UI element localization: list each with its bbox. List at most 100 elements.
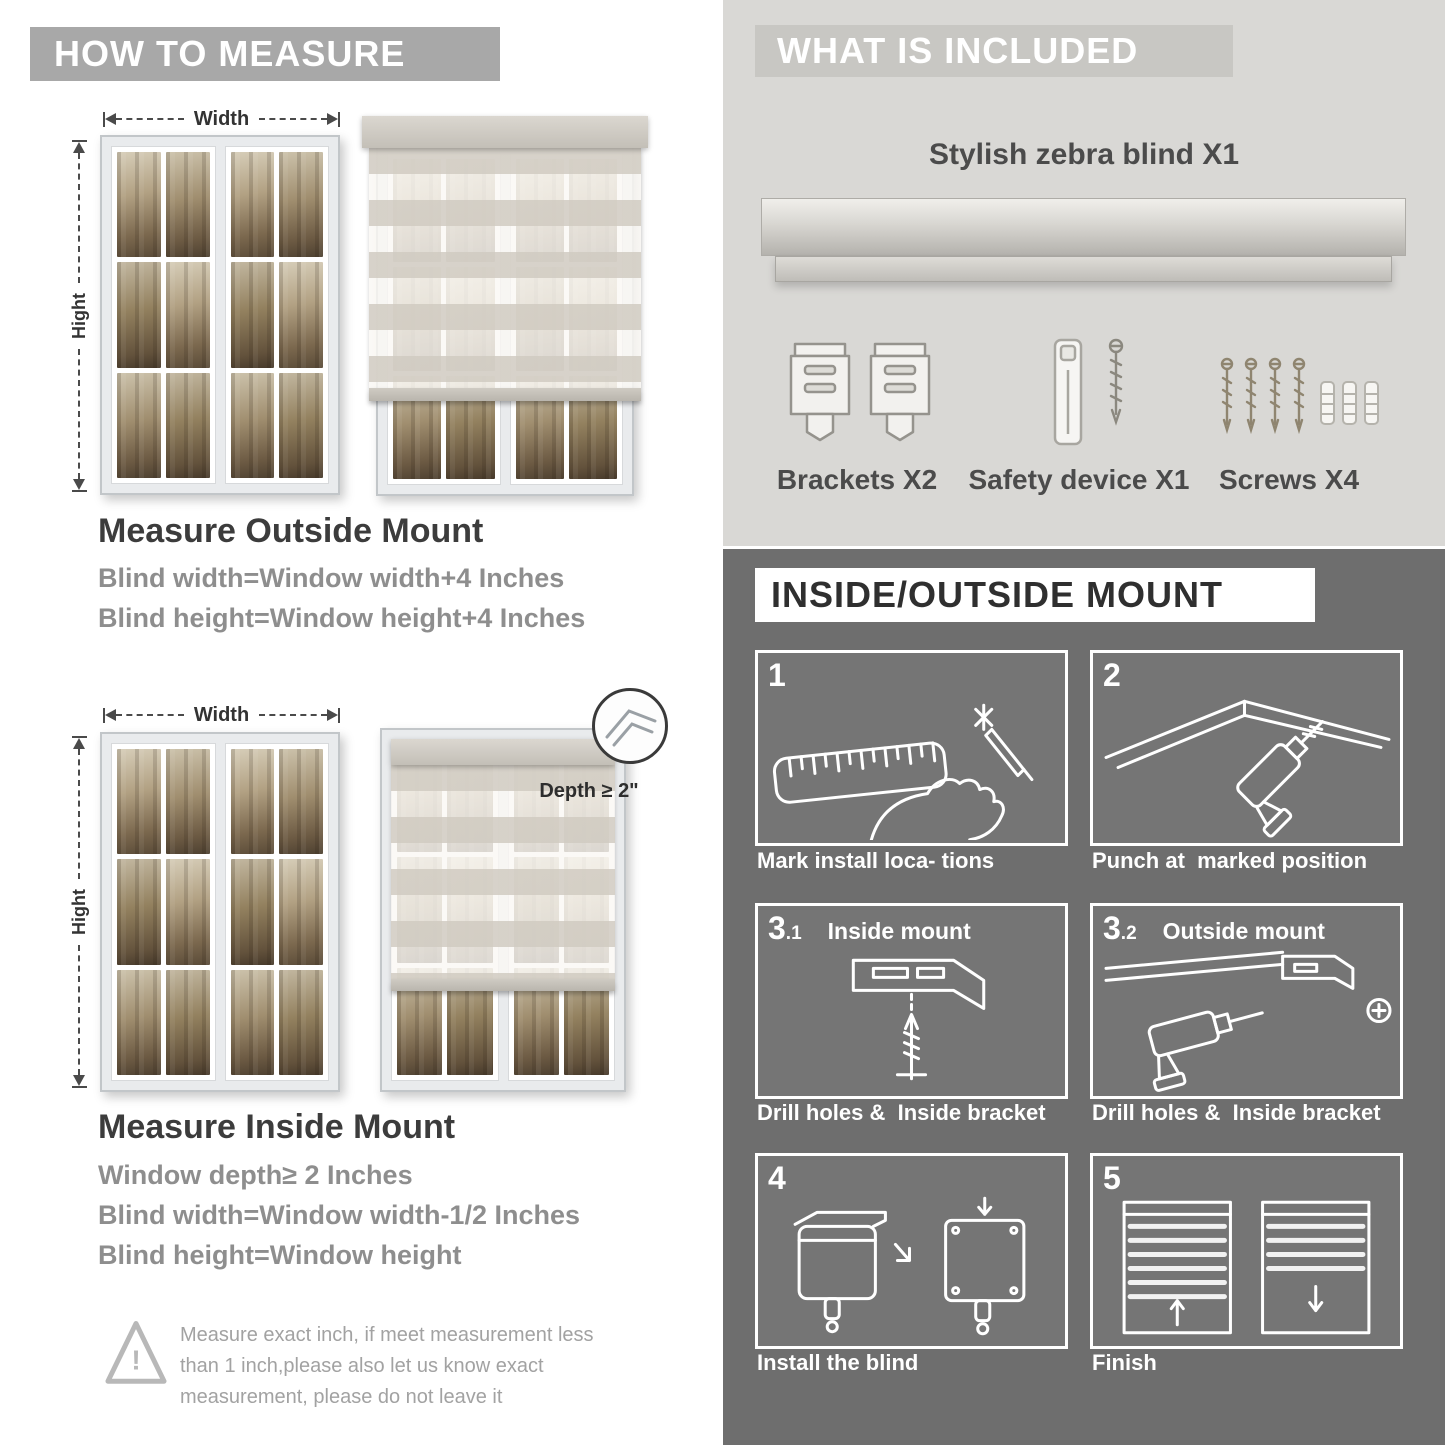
step1-illustration (772, 703, 1034, 840)
outside-mount-heading: Measure Outside Mount (98, 512, 484, 550)
outside-mount-line-1: Blind width=Window width+4 Inches (98, 563, 565, 593)
product-name: Stylish zebra blind X1 (928, 138, 1240, 171)
height-label: Hight (68, 889, 89, 935)
brackets-illustration (785, 336, 935, 448)
window-pane (279, 372, 323, 478)
inside-mount-line-2: Blind width=Window width-1/2 Inches (98, 1200, 581, 1230)
screws-icon (1220, 357, 1379, 435)
step-panel-1: 1 (755, 650, 1068, 846)
screws-label: Screws X4 (1218, 464, 1360, 495)
window-corner-detail-icon (605, 709, 657, 747)
width-arrow-outside: Width (103, 107, 341, 130)
inside-mounted-blind (391, 739, 615, 991)
step5-illustration (1122, 1200, 1371, 1335)
step-number: 5 (1103, 1160, 1121, 1196)
headrail-illustration (761, 198, 1406, 256)
depth-callout-circle (592, 688, 668, 764)
window-pane (117, 262, 161, 368)
step-caption-3-2: Drill holes & Inside bracket (1092, 1100, 1381, 1125)
arrow-right-icon (327, 709, 339, 721)
window-pane (230, 969, 275, 1075)
step-panel-5: 5 (1090, 1153, 1403, 1349)
what-is-included-title: WHAT IS INCLUDED (755, 25, 1233, 77)
window-inside-illustration (100, 732, 340, 1092)
svg-text:!: ! (131, 1345, 140, 1376)
window-pane (165, 969, 210, 1075)
arrow-left-icon (105, 113, 116, 125)
step-caption-4: Install the blind (757, 1350, 919, 1375)
arrow-down-icon (73, 479, 85, 491)
warning-triangle-icon: ! (105, 1321, 167, 1384)
window-pane (165, 859, 210, 965)
blind-headrail (362, 116, 648, 148)
blind-bottom-rail (369, 388, 641, 401)
step-caption-5: Finish (1092, 1350, 1157, 1375)
bracket-icon (869, 342, 931, 442)
step-panel-2: 2 (1090, 650, 1403, 846)
headrail-valance (775, 256, 1392, 282)
step-caption-3-1: Drill holes & Inside bracket (757, 1100, 1046, 1125)
how-to-measure-title: HOW TO MEASURE (30, 27, 500, 81)
blind-bottom-rail (391, 979, 615, 991)
inside-mount-heading: Measure Inside Mount (98, 1108, 456, 1146)
window-sash (224, 743, 329, 1081)
bracket-icon (789, 342, 851, 442)
step2-illustration (1104, 699, 1391, 838)
step-number: 3 (1103, 910, 1121, 946)
window-sash (111, 743, 216, 1081)
mount-title: INSIDE/OUTSIDE MOUNT (755, 568, 1315, 622)
step-number: 3 (768, 910, 786, 946)
arrow-down-icon (73, 1075, 85, 1087)
step-number: 2 (1103, 657, 1121, 693)
window-pane (165, 749, 210, 855)
blind-inside-illustration: Depth ≥ 2" (380, 688, 668, 1092)
window-pane (117, 372, 161, 478)
window-pane (230, 262, 275, 368)
outside-mount-line-2: Blind height=Window height+4 Inches (98, 603, 586, 633)
window-pane (165, 262, 210, 368)
width-label: Width (193, 703, 250, 726)
blind-headrail (391, 739, 615, 765)
what-is-included-section: WHAT IS INCLUDED Stylish zebra blind X1 (723, 0, 1445, 546)
zebra-blind-stripes (369, 148, 641, 388)
step-caption-1: Mark install loca- tions (757, 848, 995, 873)
screw-icon (1108, 338, 1124, 426)
window-pane (117, 749, 161, 855)
step4-illustration (793, 1196, 1026, 1336)
arrow-right-icon (327, 113, 339, 125)
inside-mount-line-1: Window depth≥ 2 Inches (98, 1160, 413, 1190)
window-pane (279, 969, 323, 1075)
window-outside-illustration (100, 135, 340, 495)
window-pane (230, 152, 275, 258)
zebra-blind-stripes (391, 765, 615, 979)
safety-device-illustration (1045, 336, 1127, 451)
warning-text: Measure exact inch, if meet measurement … (180, 1324, 594, 1408)
depth-note: Depth ≥ 2" (539, 780, 639, 802)
step-panel-3-2: 3.2 Outside mount (1090, 903, 1403, 1099)
brackets-label: Brackets X2 (776, 464, 938, 495)
blind-outside-illustration (362, 116, 648, 496)
window-pane (279, 749, 323, 855)
inside-mount-line-3: Blind height=Window height (98, 1240, 462, 1270)
width-label: Width (193, 107, 250, 130)
screws-illustration (1217, 352, 1381, 457)
height-label: Hight (68, 293, 89, 339)
safety-device-icon (1053, 338, 1083, 446)
window-pane (165, 152, 210, 258)
window-sash (111, 146, 216, 484)
window-sash (224, 146, 329, 484)
window-pane (279, 262, 323, 368)
window-pane (230, 859, 275, 965)
height-arrow-outside: Hight (68, 140, 89, 493)
step-caption-2: Punch at marked position (1092, 848, 1368, 873)
step-label: Outside mount (1162, 918, 1325, 944)
window-pane (279, 152, 323, 258)
step-label: Inside mount (827, 918, 971, 944)
window-pane (165, 372, 210, 478)
arrow-up-icon (73, 738, 85, 749)
height-arrow-inside: Hight (68, 736, 89, 1089)
how-to-measure-section: HOW TO MEASURE Width Hight Measure Outsi… (30, 27, 668, 1408)
step3-2-illustration (1104, 950, 1392, 1092)
window-pane (117, 969, 161, 1075)
window-pane (230, 749, 275, 855)
